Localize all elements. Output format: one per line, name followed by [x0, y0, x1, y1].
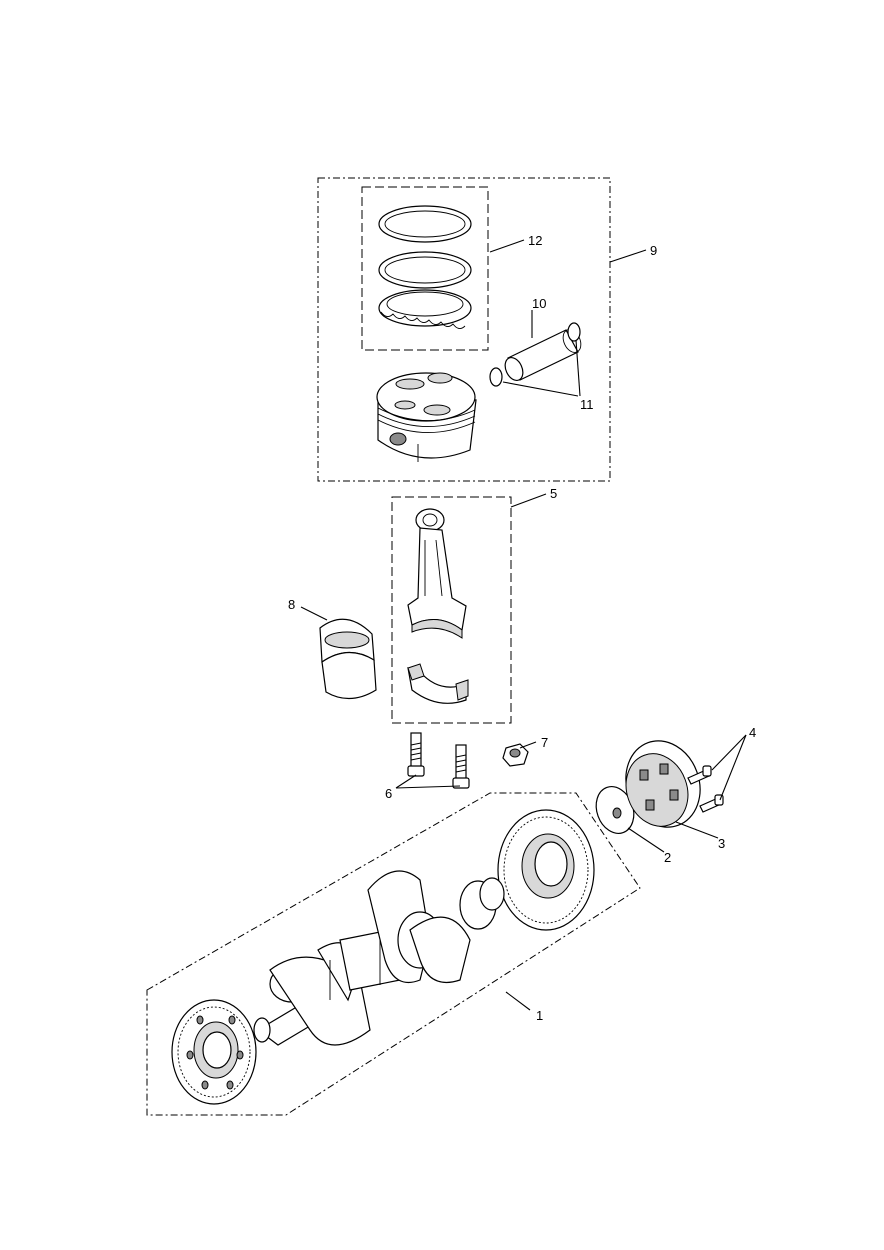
callout-3: 3 [718, 836, 725, 851]
callout-12: 12 [528, 233, 542, 248]
crankshaft-sprocket [171, 999, 257, 1105]
callout-9: 9 [650, 243, 657, 258]
crankshaft-group [146, 792, 641, 1116]
connecting-rod-bolts [407, 732, 470, 789]
connecting-rod [407, 508, 467, 639]
connecting-rod-cap [407, 663, 469, 704]
callout-8: 8 [288, 597, 295, 612]
callout-6: 6 [385, 786, 392, 801]
crankshaft-rotor [625, 740, 701, 828]
callout-2: 2 [664, 850, 671, 865]
connecting-rod-nut [502, 743, 529, 767]
crankshaft-boundary [146, 792, 641, 1116]
leader-lines [300, 239, 747, 1011]
gudgeon-pin [504, 329, 582, 381]
callout-7: 7 [541, 735, 548, 750]
callout-11: 11 [580, 397, 594, 412]
callout-5: 5 [550, 486, 557, 501]
crankshaft [253, 870, 505, 1046]
callout-1: 1 [536, 1008, 543, 1023]
piston-assembly-boundary [317, 177, 611, 482]
piston-rings [378, 205, 472, 329]
callout-10: 10 [532, 296, 546, 311]
piston [376, 372, 477, 462]
connecting-rod-boundary [391, 496, 512, 724]
piston-assembly-group [317, 177, 611, 482]
callout-4: 4 [749, 725, 756, 740]
circlips [489, 322, 581, 387]
piston-ring-set-boundary [361, 186, 489, 351]
big-end-bearing-shells [319, 618, 377, 700]
connecting-rod-group [391, 496, 512, 724]
rotor-screws [687, 765, 724, 813]
callout-numbers: 1 2 3 4 5 6 7 8 9 10 11 12 [288, 233, 756, 1023]
primary-drive-gear [497, 809, 595, 931]
